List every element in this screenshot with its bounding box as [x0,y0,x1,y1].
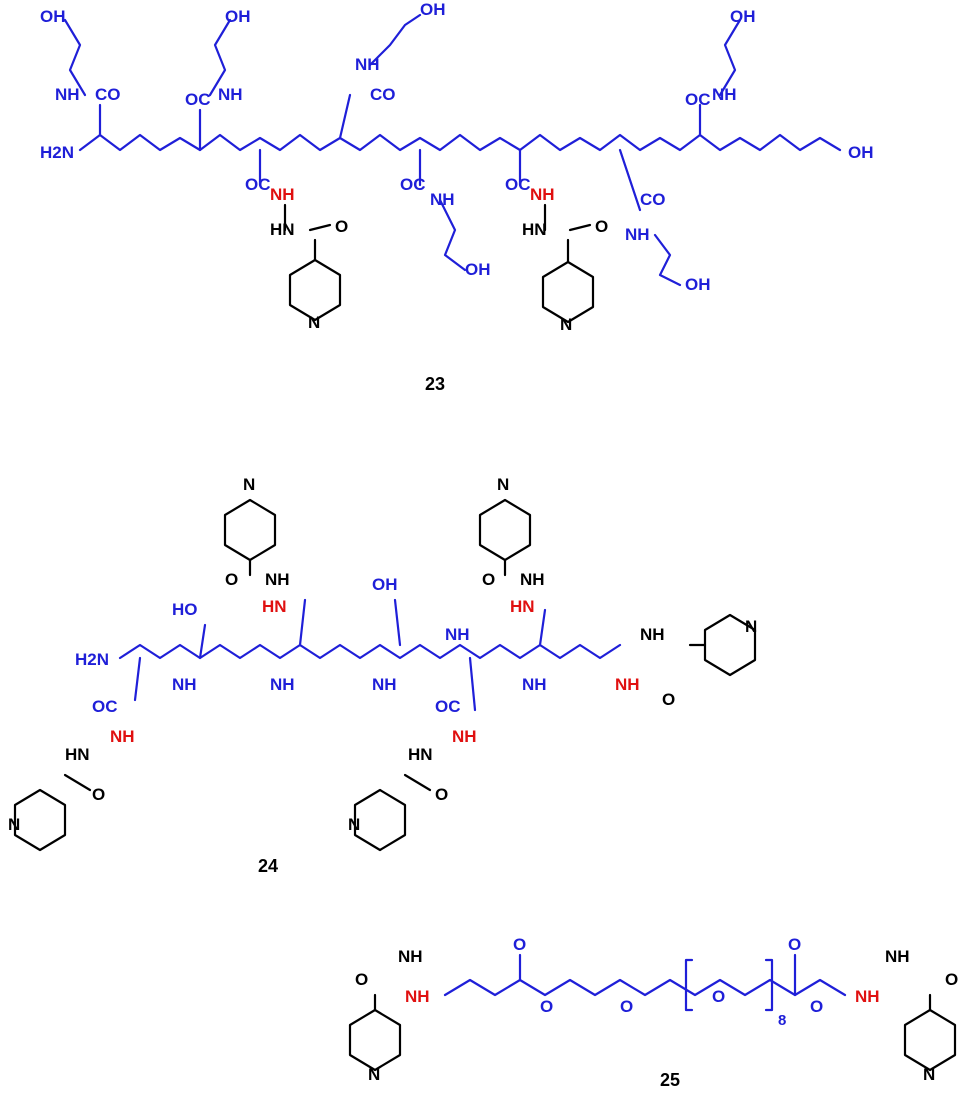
pyridine-n-label: N [308,313,320,332]
linker-nh-label: NH [530,185,555,204]
ester-oxygen-label: O [540,997,553,1016]
oc-label: OC [505,175,531,194]
oxygen-label: O [355,970,368,989]
pyridine-n-label: N [368,1065,380,1084]
carboxyl-label: HO [172,600,198,619]
amide-nh-label: NH [355,55,380,74]
linker-nh-label: NH [615,675,640,694]
linker-hn-label: HN [262,597,287,616]
pyridine-n-label: N [497,475,509,494]
compound-24-structure: N O NH HN HO H2N NH NH NH OH NH NH N O N… [8,475,757,876]
oc-label: OC [245,175,271,194]
pyridine-n-label: N [560,315,572,334]
amide-nh-label: NH [55,85,80,104]
oxygen-label: O [662,690,675,709]
carbonyl-label: CO [370,85,396,104]
oc-label: OC [400,175,426,194]
amide-nh-label: NH [172,675,197,694]
linker-nh-label: NH [855,987,880,1006]
pyridine-n-label: N [745,617,757,636]
ether-oxygen-label: O [620,997,633,1016]
compound-24-caption: 24 [258,856,278,876]
oxygen-label: O [335,217,348,236]
ester-oxygen-label: O [810,997,823,1016]
amide-nh-label: NH [372,675,397,694]
amide-nh-label: NH [218,85,243,104]
repeat-count-label: 8 [778,1012,786,1029]
compound-25-structure: O NH NH O O O O 8 O O NH NH O N N 25 [348,935,958,1090]
oxygen-label: O [225,570,238,589]
amide-nh-label: NH [270,675,295,694]
oc-label: OC [685,90,711,109]
compound-25-caption: 25 [660,1070,680,1090]
linker-nh-label: NH [270,185,295,204]
linker-hn-label: HN [510,597,535,616]
hydroxyl-label: OH [465,260,491,279]
amine-label: H2N [40,143,74,162]
hydrazide-hn-label: HN [522,220,547,239]
oxygen-label: O [945,970,958,989]
oxygen-label: O [482,570,495,589]
peg-oxygen-label: O [712,987,725,1006]
hydrazide-hn-label: HN [408,745,433,764]
oc-label: OC [435,697,461,716]
hydroxyl-label: OH [730,7,756,26]
oxygen-label: O [595,217,608,236]
pyridine-n-label: N [8,815,20,834]
hydroxyl-label: OH [420,0,446,19]
carbonyl-label: CO [95,85,121,104]
hydroxyl-label: OH [225,7,251,26]
amide-nh-label: NH [522,675,547,694]
pyridine-n-label: N [348,815,360,834]
hydrazide-hn-label: HN [270,220,295,239]
amine-label: H2N [75,650,109,669]
hydrazide-nh-label: NH [520,570,545,589]
pyridine-n-label: N [923,1065,935,1084]
hydroxyl-label: OH [40,7,66,26]
acid-oh-label: OH [848,143,874,162]
oc-label: OC [185,90,211,109]
amide-nh-label: NH [430,190,455,209]
hydrazide-nh-label: NH [398,947,423,966]
compound-23-caption: 23 [425,374,445,394]
oxygen-label: O [92,785,105,804]
linker-nh-label: NH [452,727,477,746]
hydrazide-nh-label: NH [640,625,665,644]
carbonyl-label: CO [640,190,666,209]
hydroxyl-label: OH [685,275,711,294]
acid-oh-label: OH [372,575,398,594]
hydrazide-hn-label: HN [65,745,90,764]
amide-nh-label: NH [712,85,737,104]
linker-nh-label: NH [110,727,135,746]
pyridine-n-label: N [243,475,255,494]
ester-carbonyl-label: O [513,935,526,954]
compound-23-structure: OH NH CO H2N OH OC NH OH NH CO OC NH HN … [40,0,874,394]
hydrazide-nh-label: NH [265,570,290,589]
ester-carbonyl-label: O [788,935,801,954]
linker-nh-label: NH [405,987,430,1006]
amide-nh-label: NH [445,625,470,644]
amide-nh-label: NH [625,225,650,244]
hydrazide-nh-label: NH [885,947,910,966]
oxygen-label: O [435,785,448,804]
oc-label: OC [92,697,118,716]
